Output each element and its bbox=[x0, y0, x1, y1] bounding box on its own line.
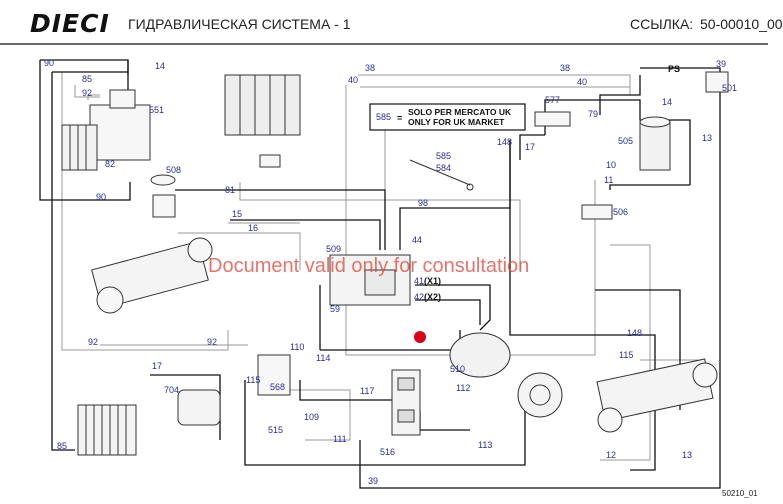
front-axle bbox=[91, 237, 213, 314]
label-10: 10 bbox=[606, 160, 616, 170]
label-15: 15 bbox=[232, 209, 242, 219]
uk-handle-584 bbox=[409, 159, 471, 186]
label-90: 90 bbox=[44, 58, 54, 68]
label-115-b: 115 bbox=[246, 375, 260, 385]
label-90-b: 90 bbox=[96, 192, 106, 202]
note-line-2: ONLY FOR UK MARKET bbox=[408, 117, 505, 127]
label-13-b: 13 bbox=[682, 450, 692, 460]
label-584: 584 bbox=[436, 163, 451, 173]
label-109: 109 bbox=[304, 412, 319, 422]
components bbox=[61, 71, 729, 456]
control-valve-551 bbox=[89, 104, 151, 161]
label-14-b: 14 bbox=[662, 97, 672, 107]
rear-axle bbox=[596, 358, 718, 433]
valve-577 bbox=[534, 111, 571, 127]
label-16: 16 bbox=[248, 223, 258, 233]
reference-value: 50-00010_00 bbox=[700, 16, 783, 32]
label-148-b: 148 bbox=[627, 328, 642, 338]
label-38: 38 bbox=[365, 63, 375, 73]
label-551: 551 bbox=[149, 105, 164, 115]
label-39: 39 bbox=[716, 59, 726, 69]
note-line-1: SOLO PER MERCATO UK bbox=[408, 107, 512, 117]
label-85-b: 85 bbox=[57, 441, 67, 451]
label-515: 515 bbox=[268, 425, 283, 435]
label-112: 112 bbox=[456, 383, 470, 393]
label-510: 510 bbox=[450, 364, 465, 374]
label-110: 110 bbox=[290, 342, 304, 352]
label-117: 117 bbox=[360, 386, 374, 396]
drawing-code: 50210_01 bbox=[722, 489, 758, 498]
label-704: 704 bbox=[164, 385, 179, 395]
uk-market-note: 585 = SOLO PER MERCATO UK ONLY FOR UK MA… bbox=[369, 103, 526, 131]
label-92: 92 bbox=[82, 88, 92, 98]
label-516: 516 bbox=[380, 447, 395, 457]
reference-label: ССЫЛКА: bbox=[630, 16, 694, 32]
label-114: 114 bbox=[316, 353, 330, 363]
tank-704 bbox=[177, 389, 221, 426]
label-509: 509 bbox=[326, 244, 341, 254]
label-82: 82 bbox=[105, 159, 115, 169]
label-ps: PS bbox=[668, 64, 680, 74]
label-38-b: 38 bbox=[560, 63, 570, 73]
label-14: 14 bbox=[155, 61, 165, 71]
label-585: 585 bbox=[436, 151, 451, 161]
switch-568 bbox=[257, 354, 291, 396]
label-113: 113 bbox=[478, 440, 492, 450]
label-148: 148 bbox=[497, 137, 512, 147]
consultation-watermark: Document valid only for consultation bbox=[208, 255, 529, 277]
filter-508 bbox=[152, 194, 176, 218]
label-81: 81 bbox=[225, 185, 235, 195]
note-number: 585 bbox=[376, 112, 391, 122]
valve-506 bbox=[581, 204, 613, 220]
component-501 bbox=[705, 71, 729, 93]
label-39-b: 39 bbox=[368, 476, 378, 486]
steering-unit-505 bbox=[639, 119, 671, 171]
label-40: 40 bbox=[348, 75, 358, 85]
black-hoses bbox=[39, 59, 721, 489]
pump-510 bbox=[449, 332, 563, 418]
label-41: 41 bbox=[414, 276, 424, 286]
label-506: 506 bbox=[613, 207, 628, 217]
label-59: 59 bbox=[330, 304, 340, 314]
label-508: 508 bbox=[166, 165, 181, 175]
label-11: 11 bbox=[604, 175, 613, 185]
label-13: 13 bbox=[702, 133, 712, 143]
label-92-b: 92 bbox=[88, 337, 98, 347]
label-17-b: 17 bbox=[152, 361, 162, 371]
page-header: DIECI ГИДРАВЛИЧЕСКАЯ СИСТЕМА - 1 ССЫЛКА:… bbox=[0, 0, 783, 44]
oil-cooler-85 bbox=[77, 404, 137, 456]
part-labels: 90 14 85 92 551 82 508 90 81 38 40 38 40… bbox=[44, 58, 737, 486]
label-79: 79 bbox=[588, 109, 598, 119]
label-577: 577 bbox=[545, 95, 560, 105]
label-17: 17 bbox=[525, 142, 535, 152]
label-12: 12 bbox=[606, 450, 616, 460]
label-568: 568 bbox=[270, 382, 285, 392]
page-title: ГИДРАВЛИЧЕСКАЯ СИСТЕМА - 1 bbox=[128, 16, 351, 32]
label-111: 111 bbox=[333, 434, 347, 444]
label-85: 85 bbox=[82, 74, 92, 84]
red-marker bbox=[414, 331, 426, 343]
label-40-b: 40 bbox=[577, 77, 587, 87]
label-98: 98 bbox=[418, 198, 428, 208]
main-distributor bbox=[224, 74, 301, 136]
label-505: 505 bbox=[618, 136, 633, 146]
label-501: 501 bbox=[722, 83, 737, 93]
note-equals: = bbox=[397, 113, 402, 123]
label-x2: (X2) bbox=[424, 292, 441, 302]
label-115: 115 bbox=[619, 350, 633, 360]
label-44: 44 bbox=[412, 235, 422, 245]
label-x1: (X1) bbox=[424, 276, 441, 286]
dieci-logo: DIECI bbox=[30, 9, 110, 38]
label-92-c: 92 bbox=[207, 337, 217, 347]
label-42: 42 bbox=[414, 292, 424, 302]
